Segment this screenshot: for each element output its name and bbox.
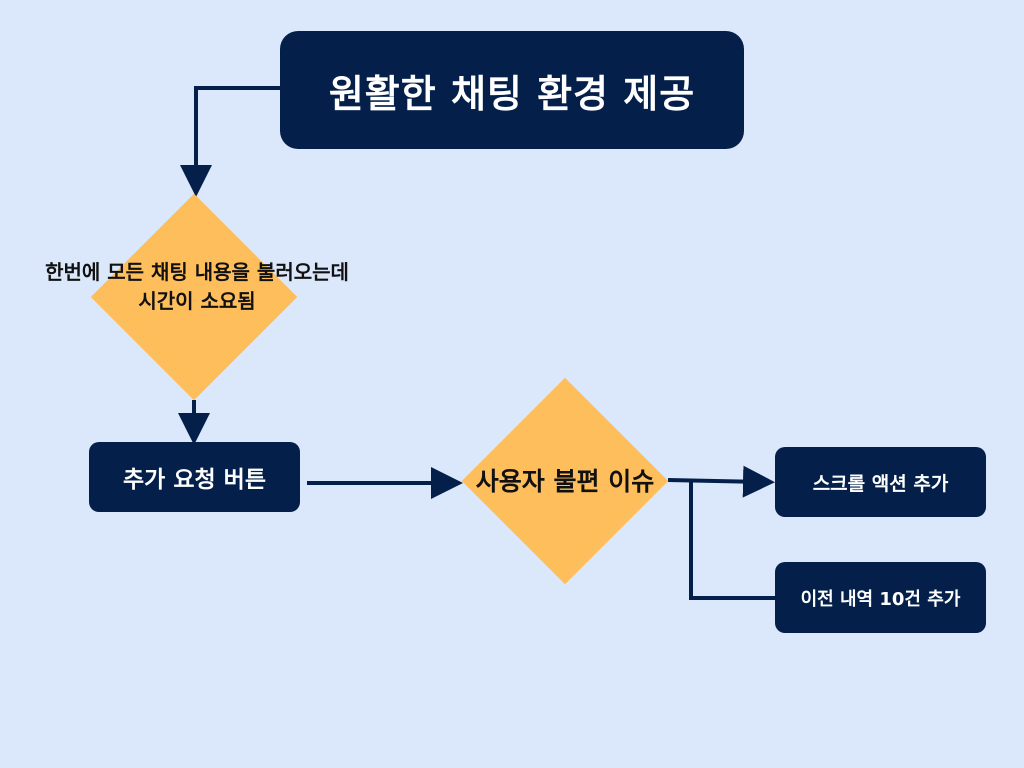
previous-history-box: 이전 내역 10건 추가 xyxy=(775,562,986,633)
arrow-title-to-decision xyxy=(180,86,280,197)
request-button-text: 추가 요청 버튼 xyxy=(123,467,266,493)
request-button-box: 추가 요청 버튼 xyxy=(89,442,300,512)
previous-history-text: 이전 내역 10건 추가 xyxy=(800,588,961,610)
scroll-action-text: 스크롤 액션 추가 xyxy=(812,472,949,495)
arrow-issue-to-scroll xyxy=(667,465,775,498)
decision-label-line-1: 한번에 모든 채팅 내용을 불러오는데 xyxy=(45,260,349,284)
scroll-action-box: 스크롤 액션 추가 xyxy=(775,447,986,517)
line-issue-to-previous xyxy=(689,480,775,600)
title-text: 원활한 채팅 환경 제공 xyxy=(328,71,696,116)
title-box: 원활한 채팅 환경 제공 xyxy=(280,31,744,149)
decision-label-issue: 사용자 불편 이슈 xyxy=(475,467,655,496)
decision-label-line-2: 시간이 소요됨 xyxy=(138,289,256,313)
decision-label-loading: 한번에 모든 채팅 내용을 불러오는데 시간이 소요됨 xyxy=(0,258,394,316)
